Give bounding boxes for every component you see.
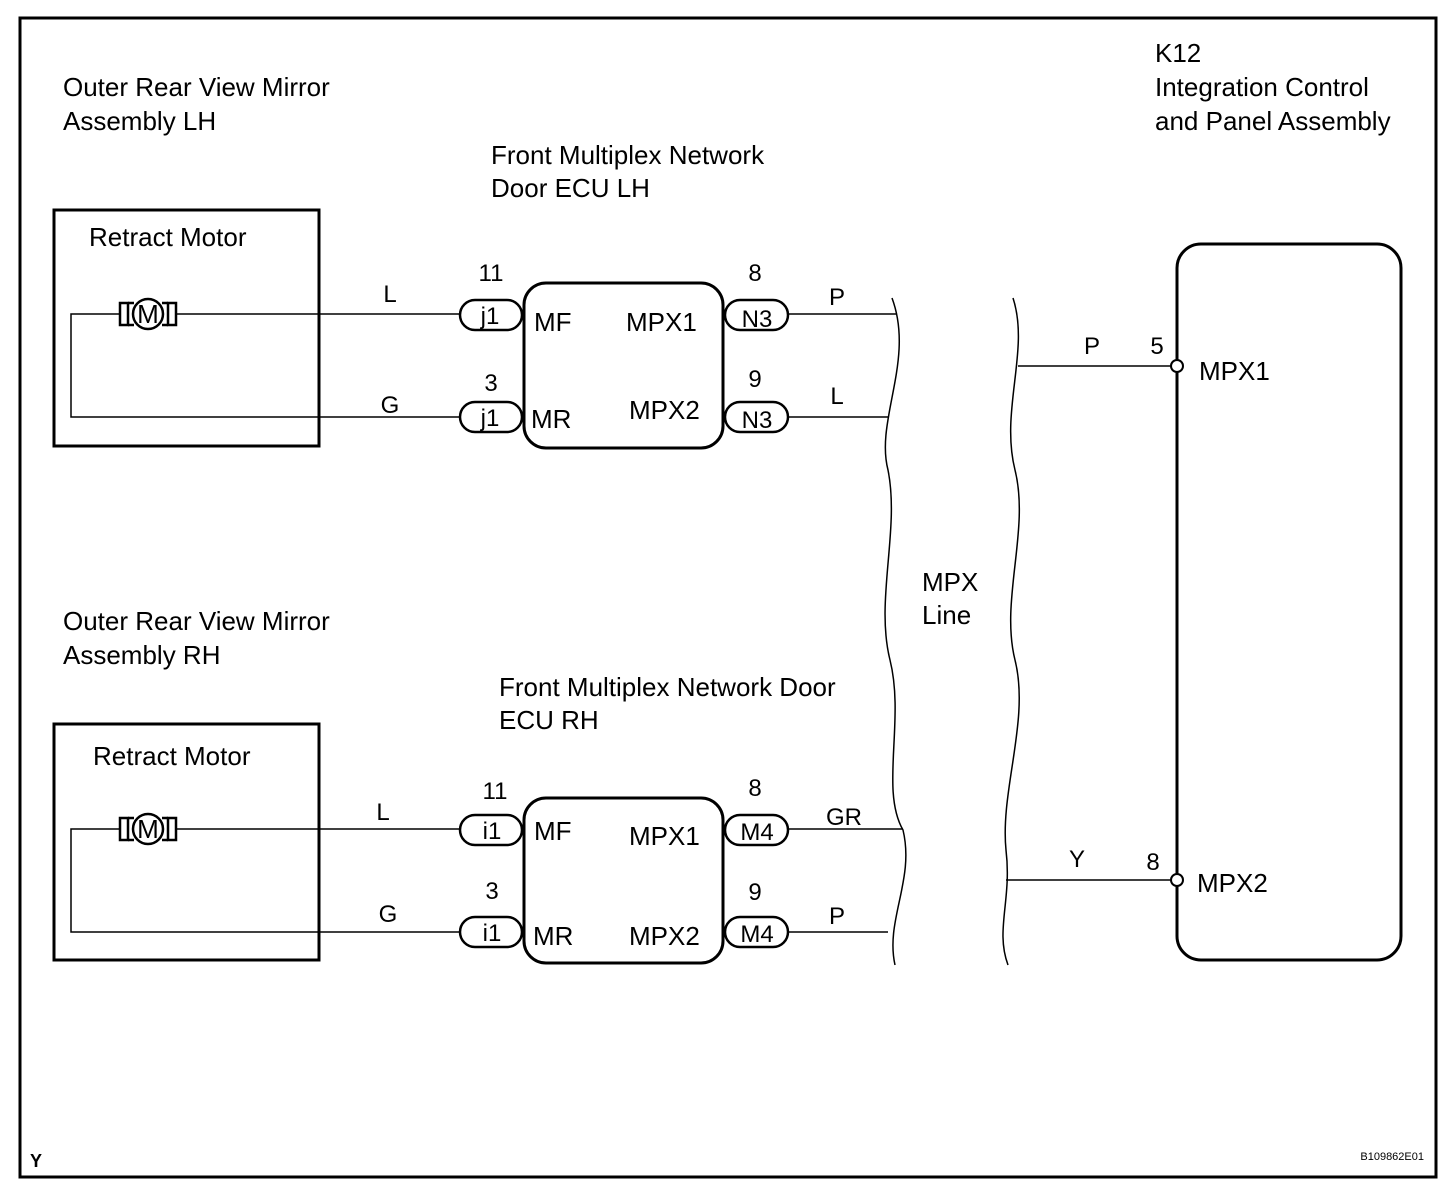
lh-term-mf: MF [534,307,572,337]
lh-term-mpx1: MPX1 [626,307,697,337]
rh-mirror-title-line1: Outer Rear View Mirror [63,606,330,636]
lh-connector-mf-label: j1 [480,303,500,330]
mpx-break-line-right [1002,297,1021,966]
rh-motor-icon: M [118,812,178,846]
rh-pin-mf: 11 [483,778,508,805]
lh-mirror-title-line1: Outer Rear View Mirror [63,72,330,102]
lh-motor-symbol: M [137,299,159,329]
lh-pin-mr: 3 [484,370,497,397]
k12-term-mpx1: MPX1 [1199,356,1270,386]
rh-pin-mpx2: 9 [748,879,761,906]
lh-connector-mpx1 [723,298,790,332]
lh-mr-wire [70,313,460,418]
rh-mr-wire [70,828,460,933]
lh-wire-color-mf: L [383,281,396,308]
rh-pin-mpx1: 8 [748,775,761,802]
mpx-line-label-line2: Line [922,600,971,630]
rh-connector-mr-label: i1 [483,920,502,947]
rh-connector-mpx1-label: M4 [740,819,773,846]
rh-mirror-title-line2: Assembly RH [63,640,220,670]
lh-connector-mr-label: j1 [480,405,500,432]
rh-wire-color-mf: L [376,799,389,826]
lh-motor-label: Retract Motor [89,222,247,252]
mpx-break-line-left [884,297,907,966]
lh-wire-color-mr: G [381,392,400,419]
rh-term-mf: MF [534,816,572,846]
lh-wire-color-mpx2: L [830,383,843,410]
rh-connector-mf-label: i1 [483,818,502,845]
lh-pin-mpx1: 8 [748,260,761,287]
k12-wire-color-mpx2: Y [1069,846,1085,873]
k12-title-line2: and Panel Assembly [1155,106,1391,136]
lh-connector-mr [458,400,524,434]
k12-box [1175,242,1403,962]
rh-connector-mf [458,813,524,847]
rh-connector-mpx2-label: M4 [740,921,773,948]
k12-title-line1: Integration Control [1155,72,1369,102]
k12-pin-mpx1: 5 [1150,333,1163,360]
lh-connector-mpx1-label: N3 [742,306,773,333]
mpx-line-label-line1: MPX [922,567,978,597]
rh-term-mr: MR [533,921,573,951]
lh-connector-mpx2-label: N3 [742,407,773,434]
k12-wire-color-mpx1: P [1084,333,1100,360]
rh-wire-color-mpx2: P [829,903,845,930]
lh-wire-color-mpx1: P [829,284,845,311]
figure-code: B109862E01 [1360,1151,1424,1163]
lh-term-mpx2: MPX2 [629,395,700,425]
k12-pin-mpx2: 8 [1146,849,1159,876]
rh-mirror-box [52,722,321,962]
rh-connector-mpx1 [723,813,790,847]
lh-ecu-title-line1: Front Multiplex Network [491,140,765,170]
lh-ecu-title-line2: Door ECU LH [491,173,650,203]
k12-term-mpx2: MPX2 [1197,868,1268,898]
lh-mirror-title-line2: Assembly LH [63,106,216,136]
rh-wire-color-mr: G [379,901,398,928]
k12-mpx2-terminal [1170,873,1184,887]
corner-mark: Y [30,1151,42,1171]
lh-pin-mpx2: 9 [748,366,761,393]
rh-term-mpx1: MPX1 [629,821,700,851]
lh-ecu-box [522,281,725,450]
rh-wire-color-mpx1: GR [826,804,862,831]
rh-ecu-title-line1: Front Multiplex Network Door [499,672,836,702]
rh-motor-symbol: M [137,814,159,844]
rh-ecu-box [522,796,725,965]
lh-pin-mf: 11 [479,260,504,287]
lh-term-mr: MR [531,404,571,434]
rh-motor-label: Retract Motor [93,741,251,771]
lh-connector-mf [458,298,524,332]
rh-term-mpx2: MPX2 [629,921,700,951]
rh-connector-mr [458,915,524,949]
k12-mpx1-terminal [1170,359,1184,373]
diagram-frame [18,16,1438,1179]
k12-code: K12 [1155,38,1201,68]
rh-pin-mr: 3 [485,878,498,905]
rh-ecu-title-line2: ECU RH [499,705,599,735]
lh-motor-icon: M [118,297,178,331]
lh-mirror-box [52,208,321,448]
